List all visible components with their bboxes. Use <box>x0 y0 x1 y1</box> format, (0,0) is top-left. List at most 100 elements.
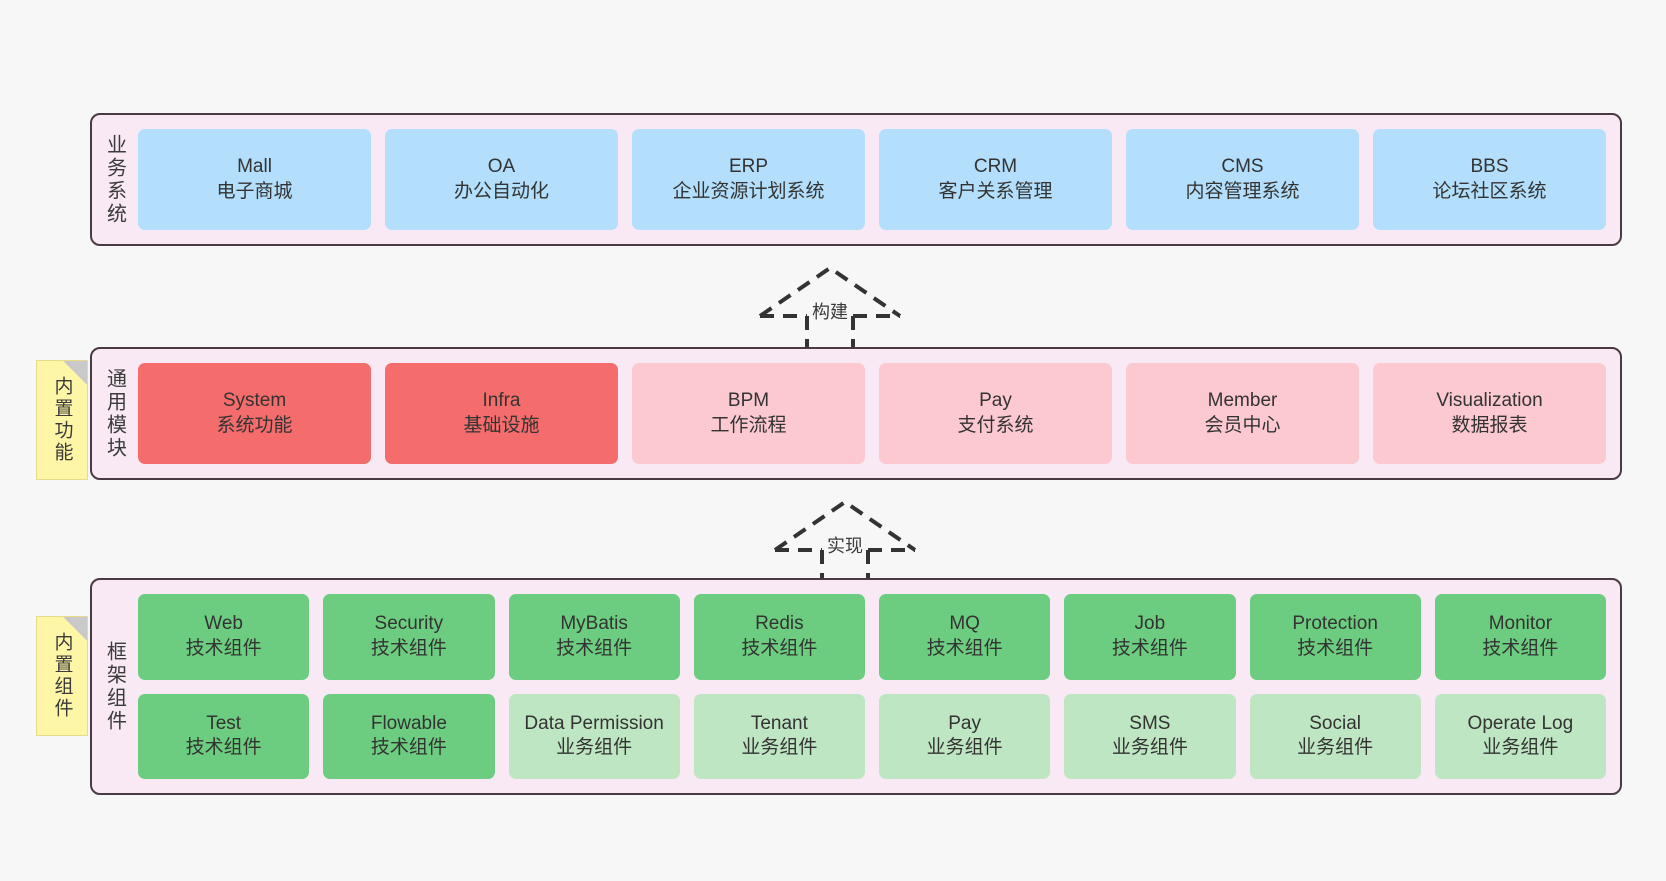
node-subtitle: 数据报表 <box>1451 414 1528 436</box>
node-subtitle: 系统功能 <box>216 414 293 436</box>
node-name: Flowable <box>370 712 447 734</box>
node-subtitle: 会员中心 <box>1204 414 1281 436</box>
node-redis[interactable]: Redis 技术组件 <box>693 594 865 680</box>
node-subtitle: 工作流程 <box>710 414 787 436</box>
node-name: BPM <box>727 390 770 412</box>
node-mybatis[interactable]: MyBatis 技术组件 <box>508 594 680 680</box>
node-subtitle: 业务组件 <box>926 737 1003 759</box>
node-bpm[interactable]: BPM 工作流程 <box>632 363 865 464</box>
node-name: Protection <box>1292 613 1378 635</box>
node-name: Data Permission <box>524 712 664 734</box>
node-mall[interactable]: Mall 电子商城 <box>138 129 371 230</box>
layer-common-module: 通用模块 System 系统功能 Infra 基础设施 BPM 工作流程 Pay… <box>90 347 1622 480</box>
node-web[interactable]: Web 技术组件 <box>138 594 310 680</box>
node-name: Test <box>206 712 242 734</box>
node-name: Security <box>374 613 444 635</box>
node-subtitle: 业务组件 <box>1482 737 1559 759</box>
node-subtitle: 论坛社区系统 <box>1432 180 1547 202</box>
node-social[interactable]: Social 业务组件 <box>1249 693 1421 779</box>
node-monitor[interactable]: Monitor 技术组件 <box>1434 594 1606 680</box>
arrow-label-build: 构建 <box>812 302 848 322</box>
layer-title-business-system: 业务系统 <box>103 133 126 226</box>
node-job[interactable]: Job 技术组件 <box>1064 594 1236 680</box>
node-tenant[interactable]: Tenant 业务组件 <box>693 693 865 779</box>
node-test[interactable]: Test 技术组件 <box>138 693 310 779</box>
node-subtitle: 企业资源计划系统 <box>672 180 825 202</box>
node-subtitle: 客户关系管理 <box>938 180 1053 202</box>
sticky-note-label: 内置组件 <box>51 632 73 720</box>
node-subtitle: 业务组件 <box>556 737 633 759</box>
node-name: Pay <box>948 712 981 734</box>
node-cms[interactable]: CMS 内容管理系统 <box>1126 129 1359 230</box>
node-subtitle: 技术组件 <box>556 637 633 659</box>
layer-body-common-module: System 系统功能 Infra 基础设施 BPM 工作流程 Pay 支付系统… <box>138 349 1620 478</box>
arrow-build: 构建 <box>755 258 935 348</box>
node-infra[interactable]: Infra 基础设施 <box>385 363 618 464</box>
node-oa[interactable]: OA 办公自动化 <box>385 129 618 230</box>
node-subtitle: 技术组件 <box>926 637 1003 659</box>
node-name: Monitor <box>1488 613 1553 635</box>
node-member[interactable]: Member 会员中心 <box>1126 363 1359 464</box>
node-name: Job <box>1134 613 1166 635</box>
node-sms[interactable]: SMS 业务组件 <box>1064 693 1236 779</box>
node-name: Operate Log <box>1467 712 1574 734</box>
node-subtitle: 技术组件 <box>741 637 818 659</box>
fold-corner-icon <box>63 617 87 641</box>
node-operate-log[interactable]: Operate Log 业务组件 <box>1434 693 1606 779</box>
node-name: Redis <box>755 613 804 635</box>
node-subtitle: 业务组件 <box>1111 737 1188 759</box>
node-system[interactable]: System 系统功能 <box>138 363 371 464</box>
node-crm[interactable]: CRM 客户关系管理 <box>879 129 1112 230</box>
node-name: Mall <box>237 156 272 178</box>
node-name: OA <box>487 156 516 178</box>
node-flowable[interactable]: Flowable 技术组件 <box>323 693 495 779</box>
node-name: CRM <box>973 156 1018 178</box>
node-name: System <box>222 390 287 412</box>
node-name: ERP <box>728 156 769 178</box>
node-row: Web 技术组件 Security 技术组件 MyBatis 技术组件 Redi… <box>138 594 1606 680</box>
node-subtitle: 技术组件 <box>185 637 262 659</box>
node-name: Member <box>1207 390 1278 412</box>
sticky-note-builtin-function: 内置功能 <box>36 360 88 480</box>
node-subtitle: 办公自动化 <box>453 180 549 202</box>
node-row: Test 技术组件 Flowable 技术组件 Data Permission … <box>138 693 1606 779</box>
arrow-implement: 实现 <box>770 492 950 582</box>
layer-framework-component: 框架组件 Web 技术组件 Security 技术组件 MyBatis 技术组件… <box>90 578 1622 795</box>
node-subtitle: 技术组件 <box>1482 637 1559 659</box>
node-subtitle: 技术组件 <box>1297 637 1374 659</box>
node-subtitle: 业务组件 <box>1297 737 1374 759</box>
node-protection[interactable]: Protection 技术组件 <box>1249 594 1421 680</box>
node-data-permission[interactable]: Data Permission 业务组件 <box>508 693 680 779</box>
node-bbs[interactable]: BBS 论坛社区系统 <box>1373 129 1606 230</box>
node-pay-business[interactable]: Pay 业务组件 <box>879 693 1051 779</box>
node-pay[interactable]: Pay 支付系统 <box>879 363 1112 464</box>
layer-body-framework-component: Web 技术组件 Security 技术组件 MyBatis 技术组件 Redi… <box>138 580 1620 793</box>
layer-business-system: 业务系统 Mall 电子商城 OA 办公自动化 ERP 企业资源计划系统 CRM… <box>90 113 1622 246</box>
node-erp[interactable]: ERP 企业资源计划系统 <box>632 129 865 230</box>
node-subtitle: 技术组件 <box>185 737 262 759</box>
node-security[interactable]: Security 技术组件 <box>323 594 495 680</box>
node-row: System 系统功能 Infra 基础设施 BPM 工作流程 Pay 支付系统… <box>138 363 1606 464</box>
node-subtitle: 技术组件 <box>1111 637 1188 659</box>
sticky-note-builtin-component: 内置组件 <box>36 616 88 736</box>
node-subtitle: 电子商城 <box>216 180 293 202</box>
sticky-note-label: 内置功能 <box>51 376 73 464</box>
node-visualization[interactable]: Visualization 数据报表 <box>1373 363 1606 464</box>
node-name: MyBatis <box>560 613 628 635</box>
node-subtitle: 技术组件 <box>370 737 447 759</box>
layer-title-common-module: 通用模块 <box>103 367 126 460</box>
node-name: Tenant <box>750 712 808 734</box>
node-name: Social <box>1309 712 1361 734</box>
node-name: BBS <box>1470 156 1509 178</box>
node-mq[interactable]: MQ 技术组件 <box>879 594 1051 680</box>
node-name: Pay <box>979 390 1012 412</box>
node-name: SMS <box>1129 712 1171 734</box>
node-subtitle: 业务组件 <box>741 737 818 759</box>
layer-body-business-system: Mall 电子商城 OA 办公自动化 ERP 企业资源计划系统 CRM 客户关系… <box>138 115 1620 244</box>
layer-title-framework-component: 框架组件 <box>103 640 126 733</box>
node-name: CMS <box>1221 156 1264 178</box>
node-subtitle: 基础设施 <box>463 414 540 436</box>
node-name: Web <box>204 613 243 635</box>
node-name: Infra <box>482 390 521 412</box>
fold-corner-icon <box>63 361 87 385</box>
